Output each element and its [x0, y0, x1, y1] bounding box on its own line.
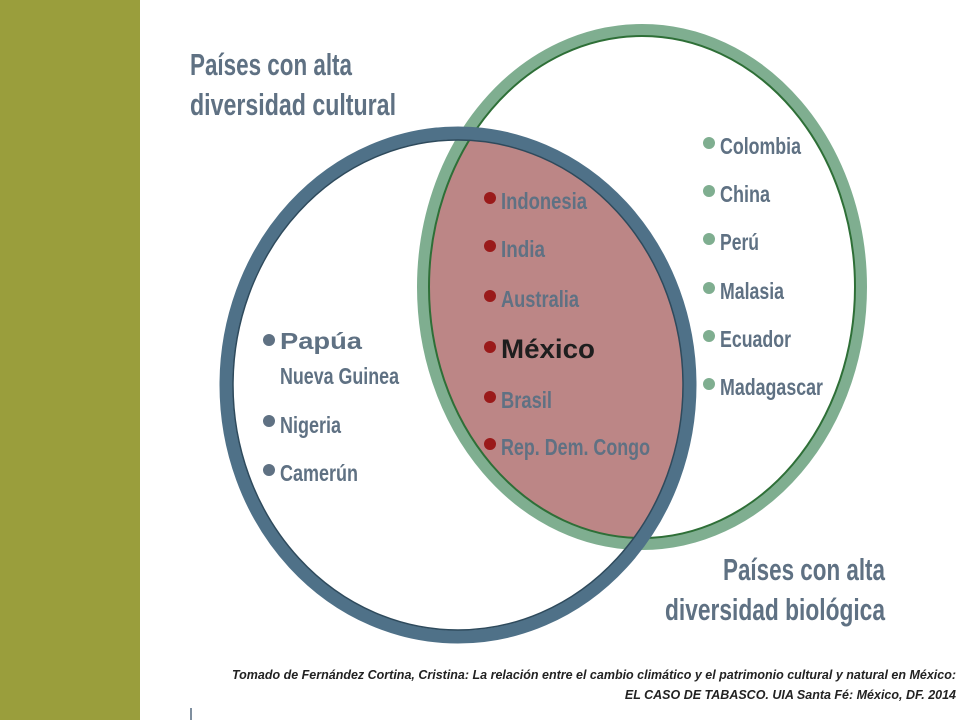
biological-title-line1: Países con alta: [723, 552, 886, 587]
cultural-ring-inner-line: [232, 139, 684, 631]
biological-item-dot: [703, 185, 715, 197]
intersection-item-rep-dem-congo: Rep. Dem. Congo: [501, 434, 650, 460]
caption-line1: Tomado de Fernández Cortina, Cristina: L…: [231, 668, 956, 682]
cultural-item-papua-line1: Papúa: [280, 328, 362, 354]
intersection-fill: [423, 133, 690, 544]
intersection-item-dot: [484, 192, 496, 204]
intersection-item-dot: [484, 290, 496, 302]
cultural-item-papua-line2: Nueva Guinea: [280, 363, 399, 389]
caption-line2: EL CASO DE TABASCO. UIA Santa Fé: México…: [624, 688, 956, 702]
intersection-item-australia: Australia: [501, 286, 579, 312]
intersection-item-indonesia: Indonesia: [501, 188, 587, 214]
source-caption: Tomado de Fernández Cortina, Cristina: L…: [136, 665, 956, 705]
intersection-item-dot: [484, 240, 496, 252]
cultural-item-camerun: Camerún: [280, 460, 358, 486]
cultural-item-dot: [263, 334, 275, 346]
biological-item-dot: [703, 233, 715, 245]
cultural-title-line1: Países con alta: [190, 47, 353, 82]
intersection-item-mexico: México: [501, 334, 595, 364]
biological-item-dot: [703, 282, 715, 294]
cultural-item-dot: [263, 415, 275, 427]
intersection-item-dot: [484, 341, 496, 353]
biological-item-ecuador: Ecuador: [720, 326, 791, 352]
cultural-title-line2: diversidad cultural: [190, 87, 396, 122]
side-bar: [0, 0, 140, 720]
intersection-item-india: India: [501, 236, 545, 262]
intersection-item-dot: [484, 391, 496, 403]
cultural-ring: [219, 126, 697, 644]
biological-item-malasia: Malasia: [720, 278, 784, 304]
biological-item-madagascar: Madagascar: [720, 374, 823, 400]
biological-item-dot: [703, 378, 715, 390]
cultural-item-dot: [263, 464, 275, 476]
intersection-item-brasil: Brasil: [501, 387, 552, 413]
biological-item-colombia: Colombia: [720, 133, 801, 159]
biological-item-china: China: [720, 181, 770, 207]
biological-item-peru: Perú: [720, 229, 759, 255]
intersection-item-dot: [484, 438, 496, 450]
biological-title-line2: diversidad biológica: [665, 592, 886, 627]
biological-item-dot: [703, 137, 715, 149]
biological-item-dot: [703, 330, 715, 342]
cultural-item-nigeria: Nigeria: [280, 412, 341, 438]
bottom-rule: [190, 708, 192, 720]
